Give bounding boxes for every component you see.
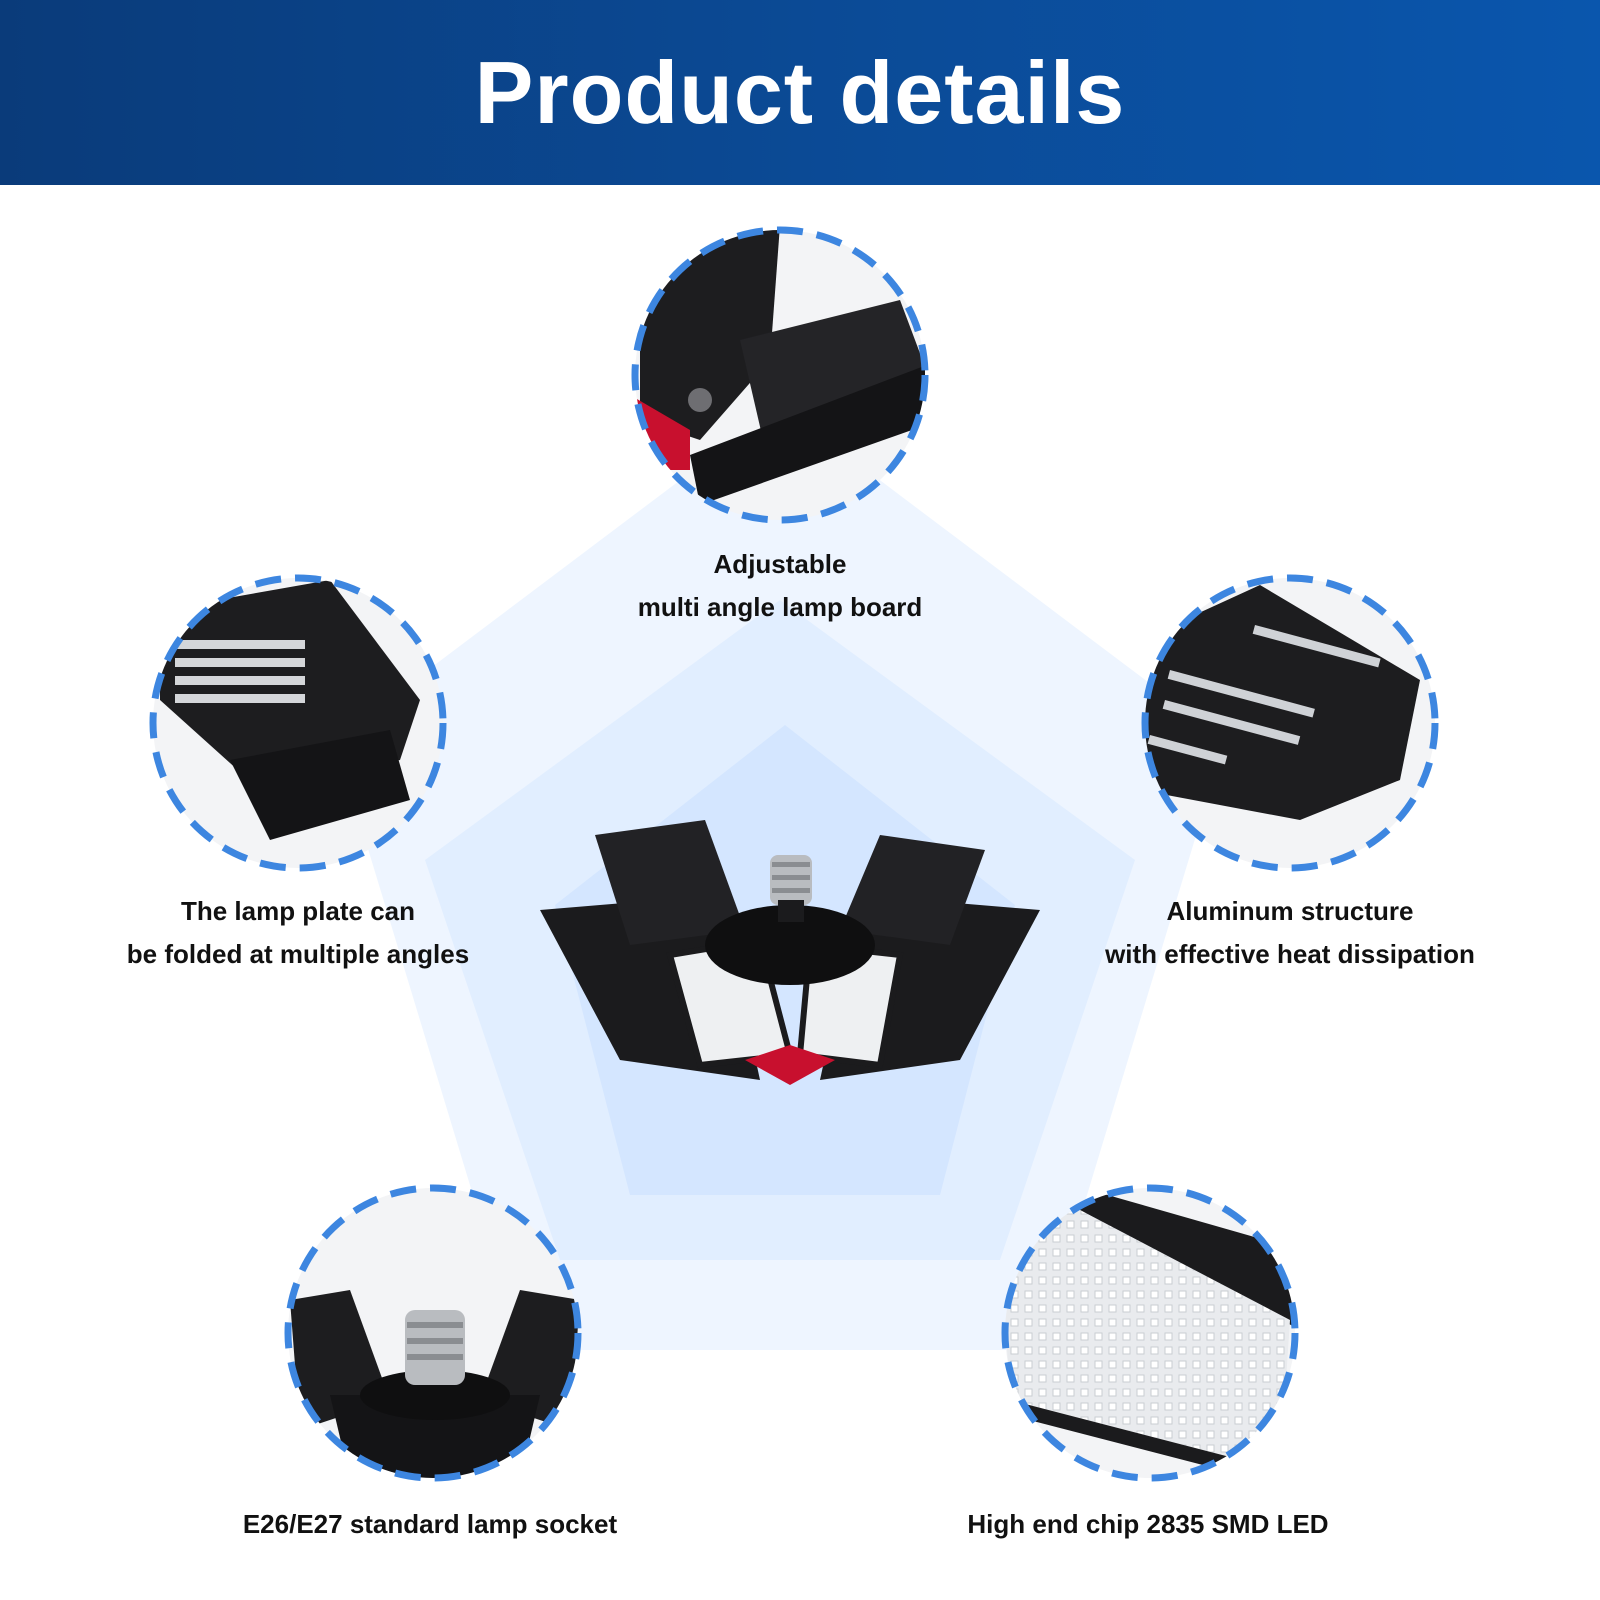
caption-line: with effective heat dissipation: [1105, 939, 1475, 969]
smd-led-chip-photo-icon: [1005, 1188, 1295, 1478]
header-banner: [0, 0, 1600, 185]
feature-caption-adjustable: Adjustable multi angle lamp board: [580, 543, 980, 629]
caption-line: E26/E27 standard lamp socket: [242, 1509, 618, 1539]
aluminum-structure-photo-icon: [1145, 578, 1435, 868]
page-title: Product details: [474, 43, 1126, 142]
feature-caption-socket: E26/E27 standard lamp socket: [230, 1503, 630, 1546]
feature-ring-4: [284, 1184, 582, 1482]
caption-line: multi angle lamp board: [637, 592, 923, 622]
caption-line: The lamp plate can: [180, 896, 416, 926]
caption-line: Aluminum structure: [1166, 896, 1414, 926]
feature-caption-aluminum: Aluminum structure with effective heat d…: [1080, 890, 1500, 976]
caption-line: Adjustable: [713, 549, 847, 579]
caption-line: High end chip 2835 SMD LED: [967, 1509, 1329, 1539]
feature-ring-5: [1001, 1184, 1299, 1482]
lamp-product-icon: [540, 820, 1040, 1085]
feature-ring-2: [149, 574, 447, 872]
feature-ring-3: [1141, 574, 1439, 872]
caption-line: be folded at multiple angles: [126, 939, 470, 969]
feature-caption-folded: The lamp plate can be folded at multiple…: [98, 890, 498, 976]
folded-plate-photo-icon: [153, 578, 443, 868]
feature-ring-1: [631, 226, 929, 524]
lamp-socket-photo-icon: [288, 1188, 578, 1478]
feature-caption-led: High end chip 2835 SMD LED: [948, 1503, 1348, 1546]
